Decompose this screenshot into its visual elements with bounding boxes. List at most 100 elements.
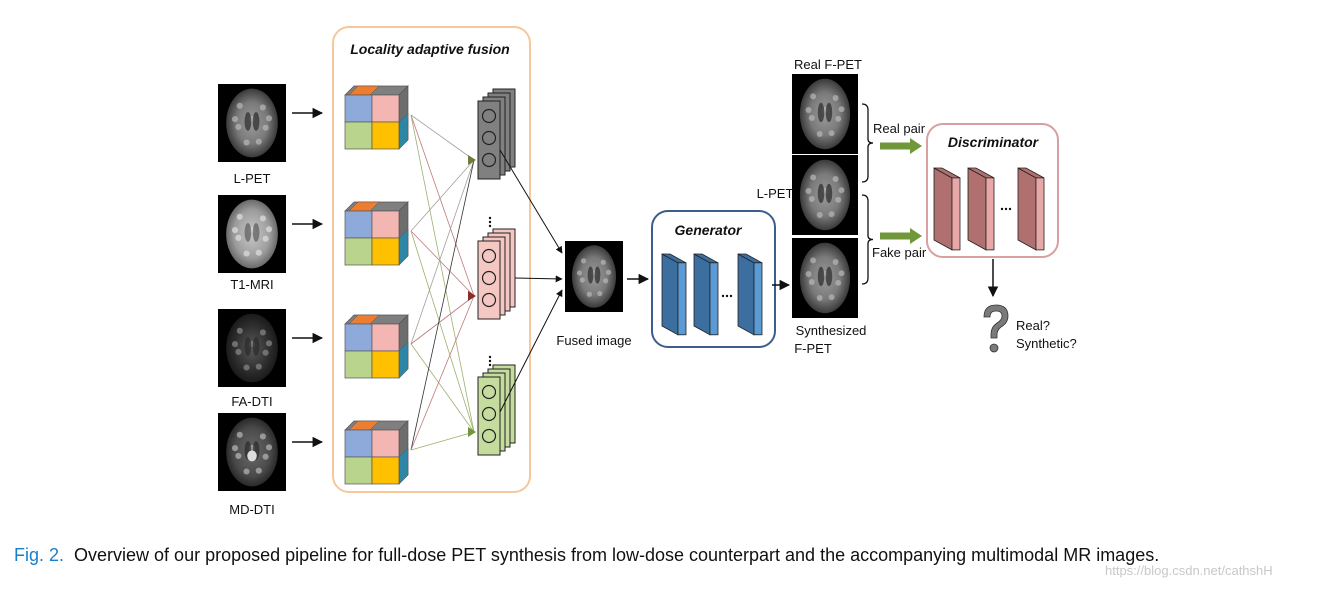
brain-texture — [602, 278, 609, 284]
brain-texture — [265, 444, 273, 451]
green-arrow-shaft — [880, 142, 910, 150]
brain-ventricle — [244, 223, 252, 242]
neuron-circle — [481, 384, 497, 400]
ellipsis-dot — [488, 359, 492, 363]
stack-input-arrowhead — [468, 427, 476, 437]
brain-shape — [226, 199, 278, 269]
cube-face-yellow — [371, 121, 400, 150]
brain-texture — [832, 259, 839, 265]
brain-texture — [828, 130, 835, 137]
brain-texture — [243, 250, 250, 257]
fake-pair-label: Fake pair — [872, 245, 927, 260]
slab-side — [1017, 167, 1037, 251]
stack-to-fused-arrow — [499, 149, 563, 254]
slab-front — [753, 262, 763, 336]
brain-shape — [799, 242, 851, 314]
brain-texture — [265, 340, 273, 347]
brain-texture — [243, 468, 250, 475]
generator-layer-3 — [737, 253, 763, 336]
feature-map — [477, 376, 501, 456]
brain-texture — [236, 431, 243, 438]
input-image-md-dti — [218, 413, 286, 491]
real-fpet-image — [792, 74, 858, 154]
brain-texture — [810, 93, 817, 100]
fusion-connection — [410, 114, 475, 161]
brain-texture — [255, 363, 262, 370]
brain-texture — [838, 187, 845, 194]
neuron-circle — [481, 292, 497, 308]
fusion-cube-4 — [344, 420, 409, 485]
brain-texture — [235, 123, 242, 130]
fusion-connection — [410, 159, 475, 345]
brain-texture — [810, 257, 817, 264]
slab-front — [709, 262, 719, 336]
cube-face-blue — [344, 210, 373, 239]
brain-ventricle — [244, 112, 252, 131]
brain-texture — [808, 115, 815, 121]
neuron-circle — [481, 248, 497, 264]
brain-texture — [600, 259, 606, 265]
brain-texture — [235, 452, 242, 459]
fusion-connection — [410, 295, 475, 451]
brain-texture — [231, 341, 239, 348]
input-label-fadti: FA-DTI — [231, 394, 272, 409]
cube-face-green — [344, 237, 373, 266]
brain-texture — [808, 196, 815, 202]
slab-front — [1035, 177, 1045, 251]
cube-face-green — [344, 456, 373, 485]
brain-ventricle — [825, 183, 833, 203]
brain-texture — [231, 116, 239, 123]
brain-texture — [605, 269, 612, 275]
question-mark-dot — [989, 343, 999, 353]
fusion-cube-2 — [344, 201, 409, 266]
brain-texture — [255, 138, 262, 145]
cube-face-pink — [371, 323, 400, 352]
generator-layer-1 — [661, 253, 687, 336]
brain-texture — [262, 453, 269, 460]
green-arrow-head — [910, 138, 922, 154]
input-label-lpet: L-PET — [234, 171, 271, 186]
green-arrow-shaft — [880, 232, 910, 240]
brain-texture — [265, 226, 273, 233]
generator-layer-2 — [693, 253, 719, 336]
discriminator-layer-3 — [1017, 167, 1045, 251]
fusion-connection — [410, 295, 475, 345]
real-fpet-label: Real F-PET — [794, 57, 862, 72]
fusion-connection — [410, 431, 475, 451]
brain-shape — [571, 245, 617, 308]
input-label-t1mri: T1-MRI — [230, 277, 273, 292]
brain-texture — [236, 327, 243, 334]
brain-texture — [832, 95, 839, 101]
brain-texture — [580, 258, 587, 264]
discriminator-box — [926, 123, 1059, 258]
brain-texture — [816, 212, 823, 218]
neuron-circle — [481, 108, 497, 124]
slab-side — [933, 167, 953, 251]
brain-texture — [235, 348, 242, 355]
discriminator-layer-1 — [933, 167, 961, 251]
brain-texture — [579, 277, 586, 283]
figure-caption: Fig. 2.Overview of our proposed pipeline… — [14, 545, 1159, 566]
cube-face-blue — [344, 94, 373, 123]
neuron-circle — [481, 152, 497, 168]
fusion-connection — [410, 230, 475, 297]
brain-texture — [265, 115, 273, 122]
brain-texture — [805, 107, 812, 113]
brain-texture — [231, 445, 239, 452]
synth-label-2: F-PET — [794, 341, 832, 356]
brain-texture — [262, 124, 269, 131]
stack-green — [468, 364, 516, 456]
synthesized-fpet-image — [792, 238, 858, 318]
ellipsis-dot — [488, 363, 492, 367]
brain-texture — [838, 106, 845, 113]
slab-side — [967, 167, 987, 251]
brain-shape — [799, 159, 851, 231]
brain-texture — [835, 196, 842, 203]
ellipsis-dot — [725, 294, 729, 298]
brain-texture — [832, 176, 839, 182]
brain-ventricle — [252, 337, 260, 356]
real-pair-label: Real pair — [873, 121, 926, 136]
brain-ventricle — [252, 223, 260, 242]
question-mark-curve — [983, 304, 1009, 339]
brain-shape — [799, 78, 851, 150]
